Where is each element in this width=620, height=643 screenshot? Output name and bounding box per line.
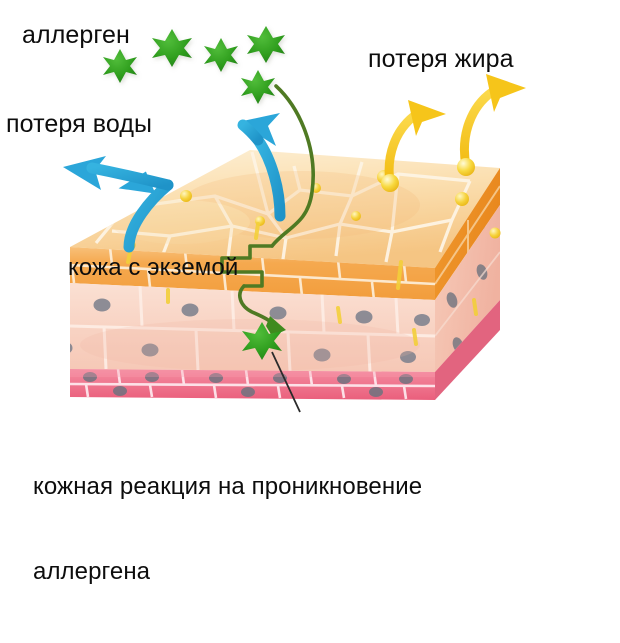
allergen-star (247, 26, 285, 63)
basal-cell-nuclei (83, 372, 413, 397)
label-skin-reaction-line2: аллергена (33, 557, 151, 585)
diagram-canvas: аллерген потеря воды потеря жира кожа с … (6, 21, 526, 585)
fat-arrowhead-2 (486, 74, 526, 112)
fat-arrowhead-1 (408, 100, 446, 136)
fat-origin-ball-2 (457, 158, 475, 176)
penetrated-allergen-star (242, 322, 282, 360)
annotation-overlay (63, 26, 526, 413)
label-fat-loss: потеря жира (368, 45, 514, 73)
lipid-streaks (126, 222, 478, 346)
basal-layer-side (435, 300, 500, 400)
allergen-star (152, 29, 192, 67)
label-water-loss: потеря воды (6, 110, 153, 138)
label-allergen: аллерген (22, 21, 130, 49)
label-skin-reaction-line1: кожная реакция на проникновение (33, 472, 423, 500)
allergen-star (204, 38, 238, 72)
label-eczema-skin: кожа с экземой (68, 254, 239, 281)
water-loss-arrow-2 (237, 113, 286, 222)
fat-loss-arrow-1 (381, 100, 446, 192)
basal-layer (70, 300, 500, 400)
allergen-star (103, 49, 137, 83)
allergen-stars-group (103, 26, 285, 104)
water-loss-arrow-1 (63, 156, 174, 253)
allergen-star (241, 70, 275, 104)
dermis-cell-outlines (70, 284, 435, 372)
fat-loss-arrow-2 (457, 74, 526, 176)
dermis-cell-nuclei (70, 298, 430, 363)
fat-origin-ball-1 (381, 174, 399, 192)
water-arrowhead-2 (238, 113, 280, 146)
penetration-arrowhead (266, 316, 286, 336)
basal-cell-outlines (70, 369, 435, 400)
epidermis-cell-outlines (70, 247, 435, 300)
caption-pointer-line (271, 351, 301, 413)
label-skin-reaction: кожная реакция на проникновение аллерген… (33, 416, 553, 643)
